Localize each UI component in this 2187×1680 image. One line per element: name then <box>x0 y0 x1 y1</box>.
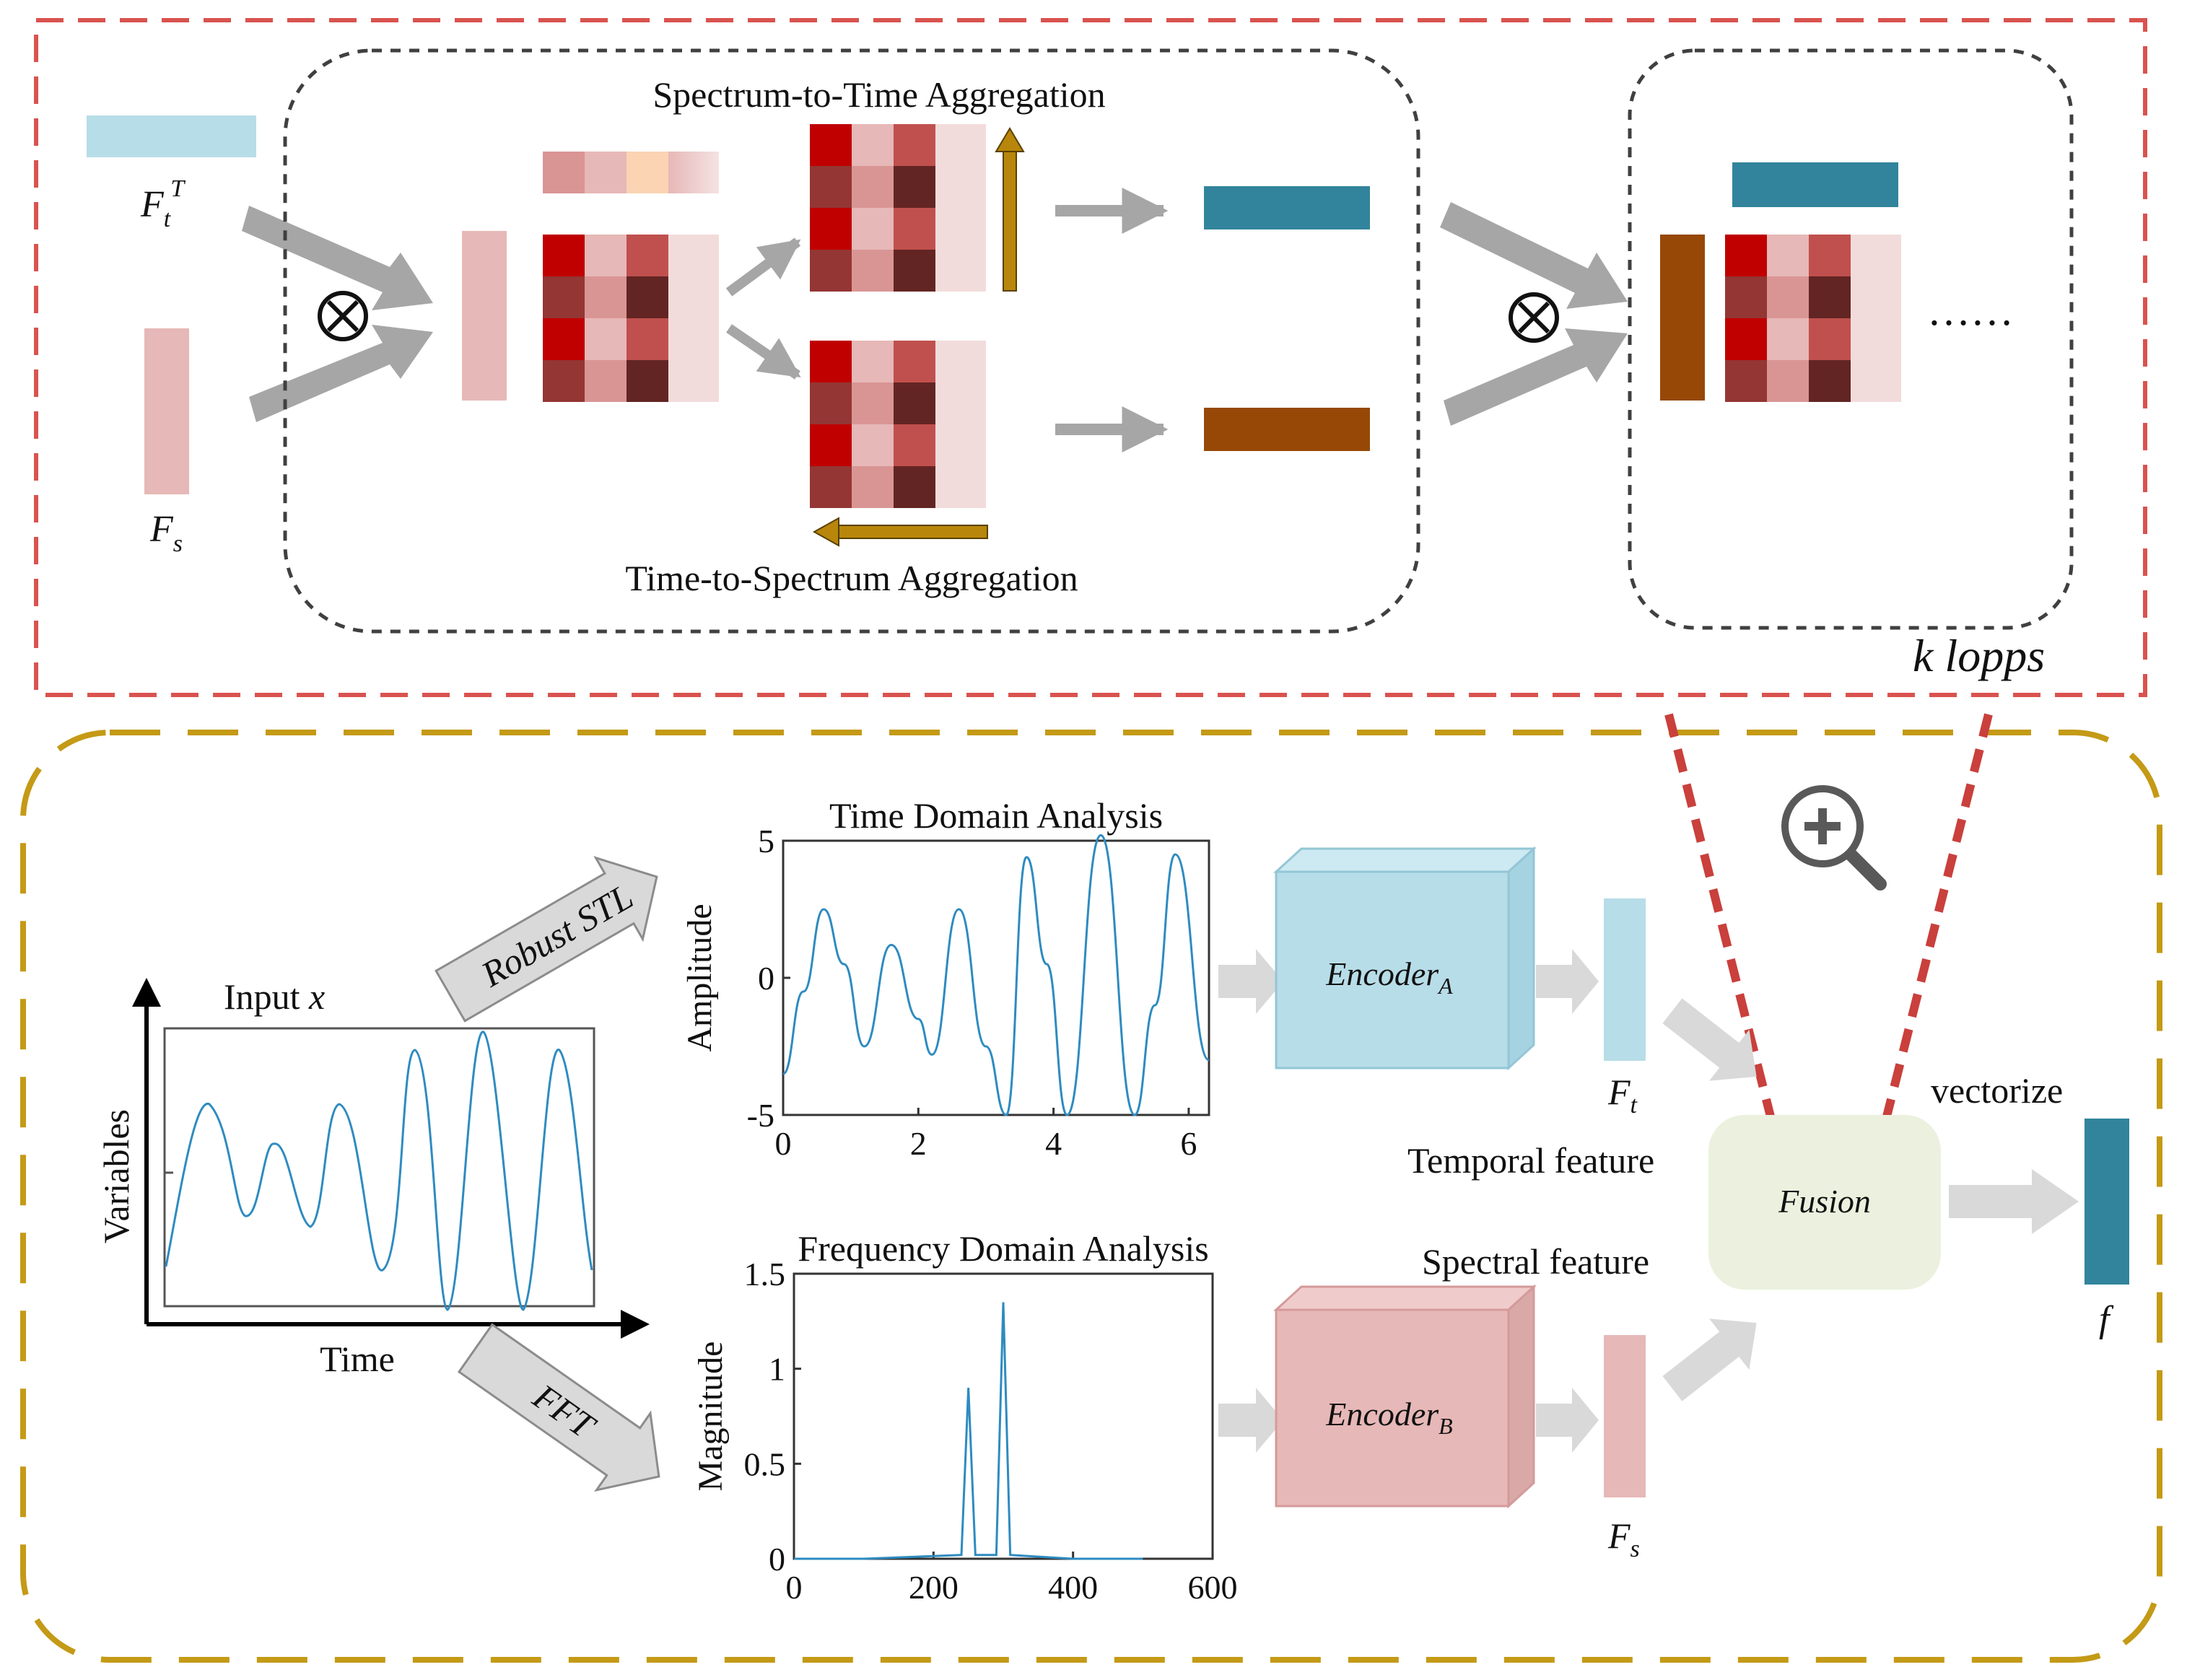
loop-box <box>1628 48 2074 630</box>
split-arrow-down <box>726 324 801 380</box>
svg-text:EncoderB: EncoderB <box>1325 1396 1452 1439</box>
fs-feature-bar <box>1604 1335 1646 1497</box>
arrow-fusion-to-f <box>1949 1169 2079 1234</box>
y-tick-label: 1.5 <box>744 1256 786 1292</box>
t2s-title: Time-to-Spectrum Aggregation <box>625 558 1078 598</box>
spectral-feature-label: Spectral feature <box>1422 1241 1649 1282</box>
fs-label: Fs <box>149 509 183 557</box>
time-label: Time <box>320 1339 395 1379</box>
zoom-line-right <box>1881 713 1993 1124</box>
ft-feature-bar <box>1604 898 1646 1061</box>
y-tick-label: 5 <box>758 823 774 859</box>
temporal-feature-label: Temporal feature <box>1407 1140 1654 1181</box>
freq-domain-chart: Frequency Domain Analysis 0 200 400 600 1.5 1 0… <box>691 1228 1238 1606</box>
encoder-b-block: EncoderB <box>1273 1284 1537 1509</box>
input-plot <box>163 1027 595 1311</box>
combined-feature-bar <box>462 231 507 401</box>
plot-area <box>782 839 1210 1116</box>
fusion-label: Fusion <box>1778 1183 1871 1220</box>
heatmap-s2t <box>810 124 986 292</box>
encoder-a-block: EncoderA <box>1273 846 1537 1071</box>
vectorize-label: vectorize <box>1931 1070 2063 1111</box>
split-arrow-up <box>725 237 801 297</box>
input-signal-line <box>165 1031 593 1311</box>
y-tick-label: -5 <box>747 1097 774 1134</box>
chart-title: Time Domain Analysis <box>829 795 1163 836</box>
arrow-ft-to-fusion <box>1662 998 1757 1081</box>
fusion-block <box>1708 1115 1941 1290</box>
aggregation-box <box>283 48 1420 634</box>
heatmap-t2s <box>810 341 986 508</box>
y-tick-label: 0 <box>758 960 774 997</box>
input-axes <box>132 978 650 1339</box>
x-tick-label: 600 <box>1188 1569 1238 1606</box>
zoom-in-icon <box>1781 785 1887 891</box>
x-tick-label: 0 <box>775 1125 792 1162</box>
robust-stl-arrow: Robust STL <box>435 856 658 1023</box>
f-vector-bar <box>2085 1119 2129 1285</box>
teal-output-bar <box>1204 186 1370 229</box>
y-axis-label: Magnitude <box>691 1342 730 1492</box>
bottom-section-frame <box>20 730 2162 1663</box>
chart-title: Frequency Domain Analysis <box>798 1228 1208 1269</box>
loop-teal-bar <box>1732 162 1898 207</box>
arrow-to-encoder-a <box>1218 949 1283 1014</box>
otimes-icon-right <box>1509 292 1559 343</box>
heat-strip-top <box>543 152 719 193</box>
heatmap-loop <box>1725 235 1901 402</box>
top-section-frame <box>34 18 2147 697</box>
ft-transpose-label: FtT <box>140 175 185 232</box>
heatmap-center <box>543 235 719 402</box>
x-tick-label: 2 <box>910 1125 927 1162</box>
arrow-to-encoder-b <box>1218 1388 1283 1453</box>
y-axis-label: Amplitude <box>681 904 719 1051</box>
ft-transpose-bar <box>87 115 256 157</box>
ellipsis: …… <box>1927 286 2014 334</box>
s2t-title: Spectrum-to-Time Aggregation <box>652 74 1105 115</box>
x-tick-label: 400 <box>1048 1569 1098 1606</box>
y-tick-label: 0 <box>769 1541 785 1578</box>
input-title: Input x <box>224 976 325 1017</box>
ft-label: Ft <box>1607 1072 1638 1119</box>
arrow-fs-to-fusion <box>1662 1318 1757 1401</box>
fs-bar <box>144 328 189 494</box>
y-tick-label: 0.5 <box>744 1445 786 1482</box>
k-loops-label: k lopps <box>1913 630 2045 681</box>
variables-label: Variables <box>96 1109 136 1243</box>
fs-feature-label: Fs <box>1607 1515 1640 1562</box>
arrow-encoder-a-out <box>1536 949 1599 1014</box>
series-line <box>782 834 1210 1116</box>
loop-brown-bar <box>1660 235 1705 401</box>
f-label: f <box>2099 1299 2114 1340</box>
y-tick-label: 1 <box>769 1351 785 1388</box>
gold-left-arrow <box>812 517 988 547</box>
x-tick-label: 4 <box>1045 1125 1062 1162</box>
x-tick-label: 6 <box>1180 1125 1197 1162</box>
svg-text:EncoderA: EncoderA <box>1325 955 1453 999</box>
merge-arrows-left <box>242 206 433 422</box>
series-line <box>794 1302 1143 1560</box>
fft-arrow: FFT <box>457 1323 660 1492</box>
merge-arrows-right <box>1440 202 1628 426</box>
arrow-encoder-b-out <box>1536 1388 1599 1453</box>
brown-output-bar <box>1204 408 1370 451</box>
x-tick-label: 0 <box>786 1569 803 1606</box>
gold-up-arrow <box>995 127 1025 292</box>
otimes-icon-left <box>318 291 368 341</box>
x-tick-label: 200 <box>909 1569 959 1606</box>
